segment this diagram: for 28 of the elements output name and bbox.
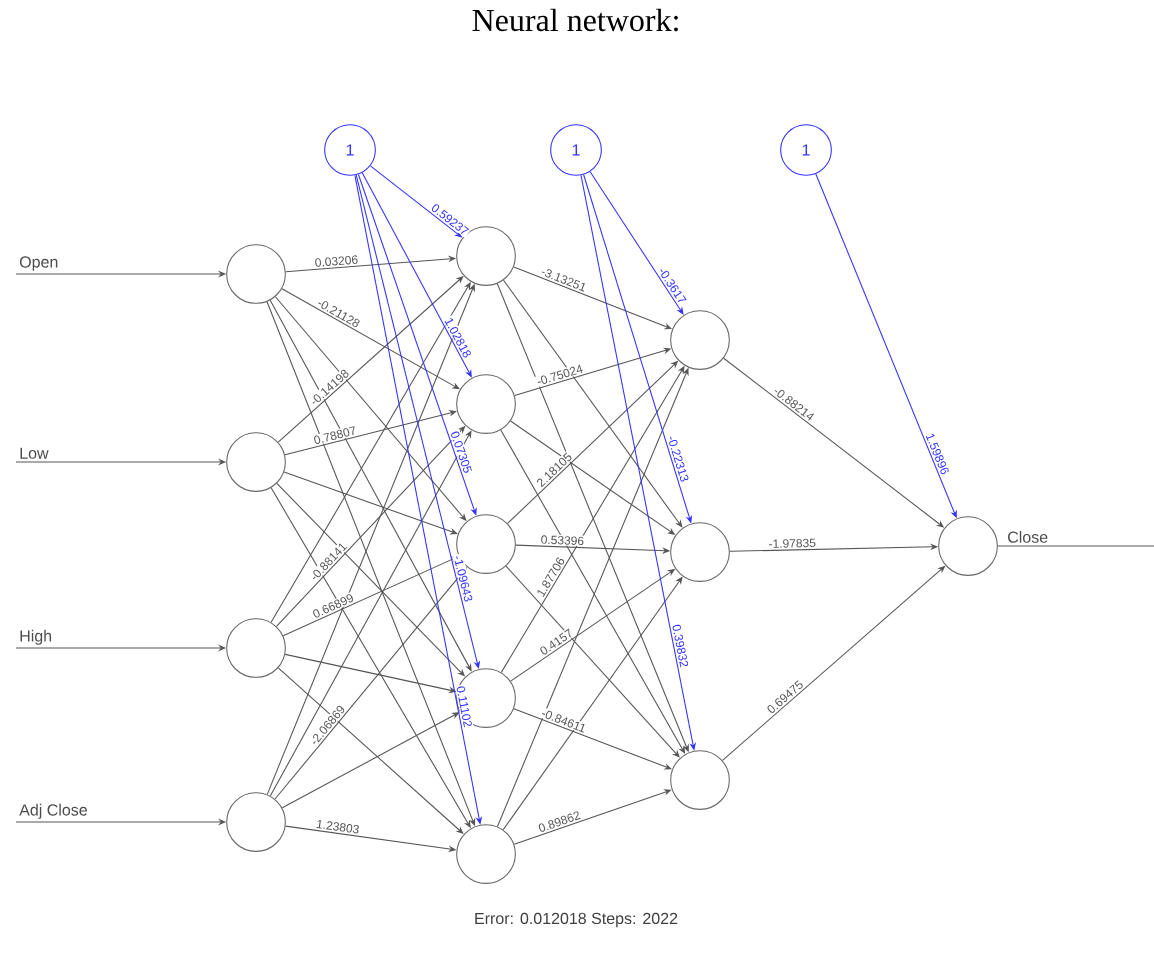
arrow — [269, 299, 472, 672]
input-label: Open — [19, 256, 58, 271]
arrow — [282, 556, 459, 637]
caption: Error: 0.012018 Steps: 2022 — [475, 912, 678, 928]
output-label: Close — [1008, 531, 1048, 543]
neuron-circle — [670, 750, 730, 810]
arrow — [283, 471, 458, 535]
neuron-circle — [670, 522, 730, 582]
arrow — [269, 430, 472, 797]
neuron-circle — [226, 618, 286, 678]
arrow — [281, 288, 460, 390]
arrow — [589, 171, 684, 315]
neuron-circle — [226, 244, 286, 304]
neuron-circle — [456, 374, 516, 434]
input-label: Low — [20, 447, 49, 459]
neuron-circle — [670, 310, 730, 370]
input-label: High — [20, 629, 52, 645]
neuron-circle — [226, 792, 286, 852]
neuron-circle — [938, 516, 998, 576]
arrow — [502, 576, 683, 831]
neuron-circle — [226, 432, 286, 492]
neuron-circle — [456, 668, 516, 728]
arrow — [502, 279, 683, 528]
arrow — [505, 565, 680, 758]
title: Neural network: — [472, 8, 678, 32]
neuron-circle — [456, 824, 516, 884]
input-label: Adj Close — [19, 803, 87, 819]
arrow — [281, 712, 460, 809]
